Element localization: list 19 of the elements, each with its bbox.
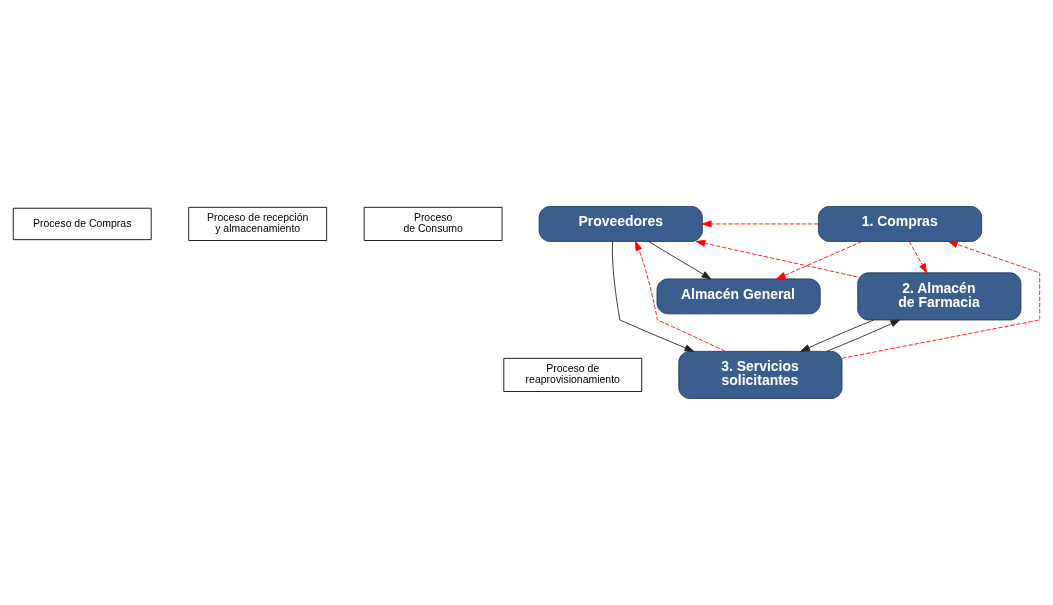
node-box: Proceso de Compras (12, 207, 152, 241)
node-box: 2. Almacén de Farmacia (857, 272, 1022, 321)
arrow (695, 239, 859, 278)
arrow (648, 241, 712, 280)
arrow (908, 241, 928, 274)
arrow (635, 241, 726, 352)
node-box: Almacén General (656, 278, 821, 315)
arrow (800, 319, 875, 352)
node-box: Proceso de recepción y almacenamiento (188, 206, 328, 241)
arrow (841, 241, 1041, 359)
node-box: 1. Compras (818, 206, 983, 242)
node-box: Proceso de Consumo (363, 206, 503, 241)
node-box: Proceso de reaprovisionamiento (503, 357, 643, 392)
arrow (776, 241, 863, 280)
arrow (702, 220, 819, 228)
arrow (611, 241, 695, 352)
node-box: 3. Servicios solicitantes (678, 350, 843, 399)
arrow (826, 319, 901, 352)
node-box: Proveedores (538, 206, 703, 242)
